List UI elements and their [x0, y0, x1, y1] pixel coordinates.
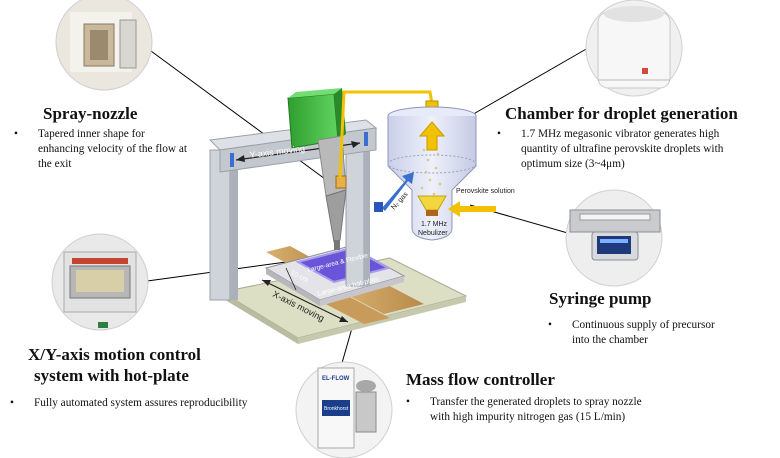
chamber-line-2: quantity of ultrafine perovskite droplet…	[521, 143, 724, 155]
bullet-dot: •	[14, 128, 18, 140]
bullet-dot: •	[497, 128, 501, 140]
syringe-pump-line-2: into the chamber	[572, 334, 648, 346]
mass-flow-line-2: with high impurity nitrogen gas (15 L/mi…	[430, 411, 626, 423]
droplet-chamber	[387, 106, 477, 241]
n2-gas-arrow	[382, 172, 414, 211]
chamber-bullet: • 1.7 MHz megasonic vibrator generates h…	[497, 127, 767, 172]
mfc-maker-text: Bronkhorst	[324, 406, 349, 412]
droplet-tube	[338, 90, 434, 179]
mass-flow-bullet: • Transfer the generated droplets to spr…	[406, 395, 706, 425]
base-plate-edge-right	[298, 296, 466, 344]
perovskite-label: Perovskite solution	[456, 188, 515, 195]
mass-flow-title: Mass flow controller	[406, 370, 555, 389]
nebulizer-label: Nebulizer	[418, 230, 448, 237]
mass-flow-line-1: Transfer the generated droplets to spray…	[430, 396, 642, 408]
spray-head	[287, 88, 347, 250]
xy-motion-title-2: system with hot-plate	[34, 366, 189, 385]
perovskite-arrow	[448, 201, 496, 217]
x-axis-arrow	[261, 279, 349, 323]
hot-plate-edge	[266, 268, 320, 306]
chamber-line-3: optimum size (3~4μm)	[521, 158, 625, 170]
bullet-dot: •	[406, 396, 410, 408]
chamber-line-1: 1.7 MHz megasonic vibrator generates hig…	[521, 128, 720, 140]
droplet-up-arrow	[418, 121, 446, 151]
bullet-dot: •	[10, 397, 14, 409]
leader-chamber	[469, 47, 589, 117]
syringe-pump-title: Syringe pump	[549, 289, 652, 308]
dim-top-label: 10 cm	[305, 240, 325, 251]
chamber-title: Chamber for droplet generation	[505, 104, 738, 123]
photo-mass-flow: EL-FLOW Bronkhorst	[295, 361, 393, 458]
photo-motion-system	[51, 233, 149, 331]
hot-plate-edge-r	[320, 276, 404, 306]
spray-nozzle-line-2: enhancing velocity of the flow at	[38, 143, 188, 155]
xy-motion-line-1: Fully automated system assures reproduci…	[34, 397, 248, 409]
xy-motion-bullet: • Fully automated system assures reprodu…	[10, 396, 290, 411]
mfc-brand-text: EL-FLOW	[322, 376, 350, 382]
photo-spray-nozzle	[55, 0, 153, 91]
spray-nozzle-line-1: Tapered inner shape for	[38, 128, 145, 140]
spray-nozzle-line-3: the exit	[38, 158, 72, 170]
xy-motion-title-1: X/Y-axis motion control	[28, 345, 201, 364]
base-plate-edge	[222, 292, 298, 344]
photo-syringe-pump	[565, 189, 663, 287]
spray-nozzle-title: Spray-nozzle	[43, 104, 138, 123]
photo-chamber	[585, 0, 683, 97]
syringe-pump-bullet: • Continuous supply of precursor into th…	[548, 318, 758, 348]
syringe-pump-line-1: Continuous supply of precursor	[572, 319, 715, 331]
nebulizer-freq-label: 1.7 MHz	[421, 221, 448, 228]
spray-nozzle-bullet: • Tapered inner shape for enhancing velo…	[14, 127, 214, 172]
wood-rail-right-2	[318, 294, 390, 324]
bullet-dot: •	[548, 319, 552, 331]
leader-spray-nozzle	[135, 39, 341, 191]
n2-gas-label: N₂ gas	[390, 191, 410, 212]
